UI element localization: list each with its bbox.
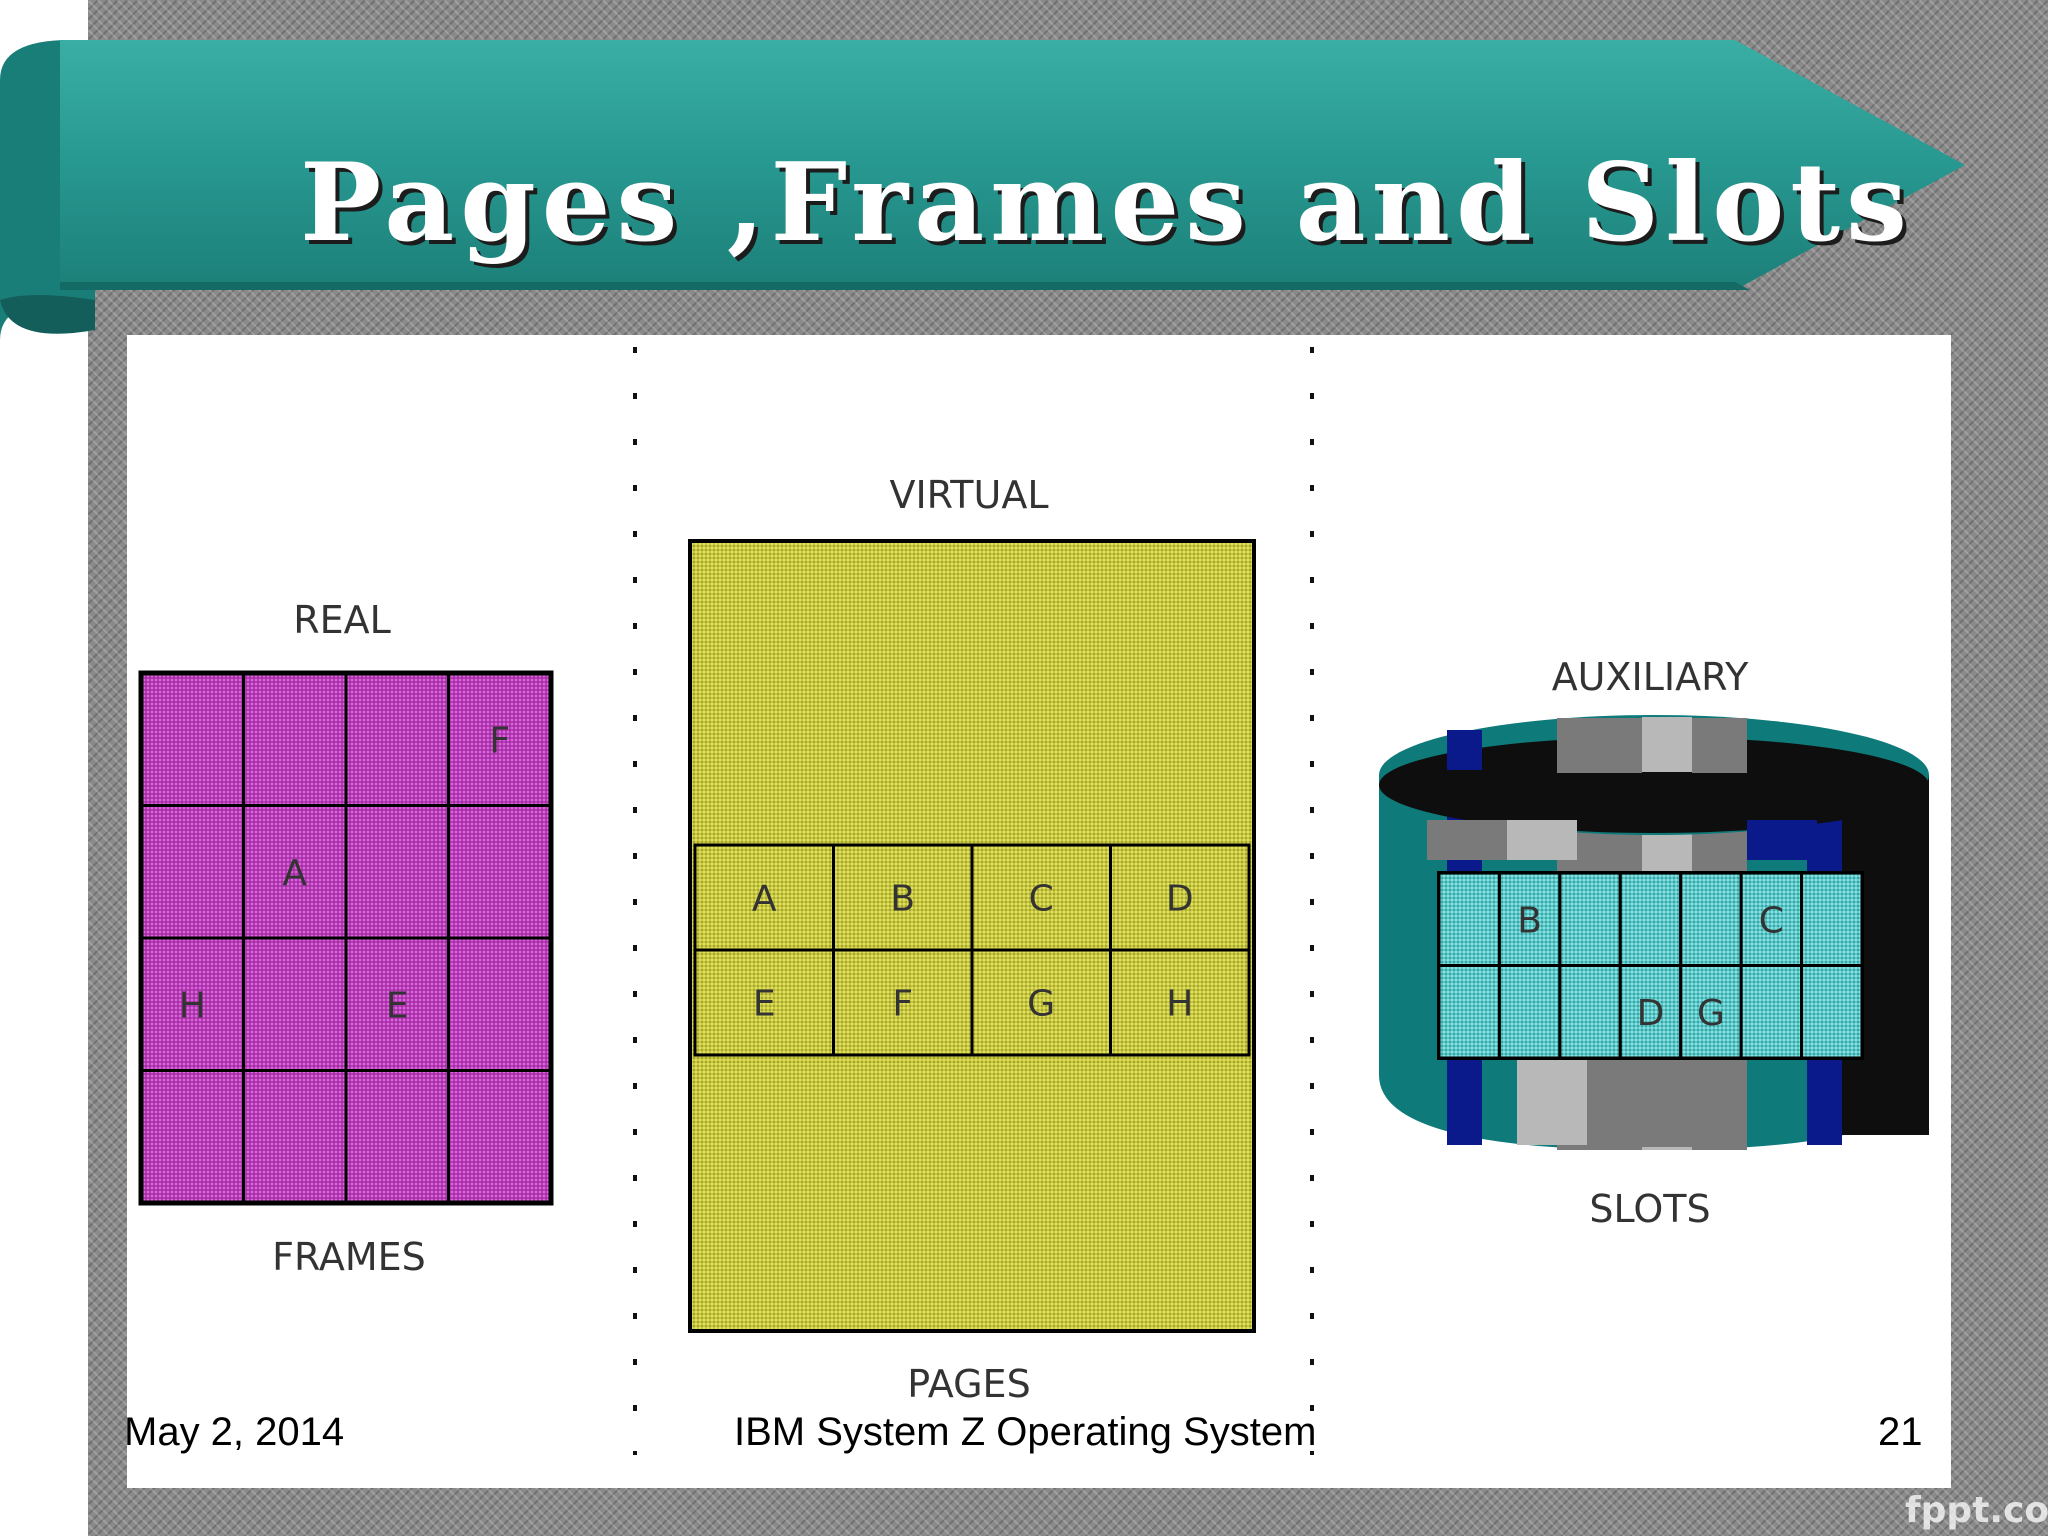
real-caption: FRAMES (272, 1235, 426, 1279)
slot-cell (1437, 871, 1501, 967)
frame-cell (344, 804, 450, 940)
slot-cell (1618, 871, 1683, 967)
slot-cell (1437, 964, 1501, 1060)
page-cell (832, 948, 974, 1057)
footer-date: May 2, 2014 (124, 1410, 345, 1454)
virtual-caption: PAGES (907, 1362, 1030, 1406)
slot-cell (1800, 871, 1864, 967)
title-ribbon (0, 40, 1965, 340)
frame-cell (344, 671, 450, 807)
slot-cell (1558, 964, 1622, 1060)
frame-cell-label: E (386, 985, 409, 1026)
frame-cell (139, 804, 245, 940)
frame-cell (242, 936, 348, 1072)
frame-cell (447, 804, 553, 940)
real-grid-border (138, 670, 554, 1206)
slot-cell (1800, 964, 1864, 1060)
page-cell-label: G (1027, 984, 1055, 1025)
page-cell-label: A (752, 879, 777, 920)
frame-cell (139, 671, 245, 807)
slot-cell-label: D (1637, 993, 1665, 1034)
real-storage-frames: F A H E (138, 670, 554, 1206)
slot-cell-label: C (1759, 900, 1784, 941)
page-cell-label: D (1166, 879, 1194, 920)
slot-cell-label: B (1517, 900, 1542, 941)
page-number: 21 (1878, 1410, 1923, 1454)
frame-cell-label: F (489, 720, 510, 761)
slot-cell (1558, 871, 1622, 967)
real-title: REAL (293, 598, 391, 642)
page-cell-label: E (753, 984, 776, 1025)
page-cell-label: C (1029, 879, 1054, 920)
slide-title: Pages ,Frames and Slots (300, 140, 1913, 266)
slot-cell-label: G (1697, 993, 1725, 1034)
frame-cell (242, 1069, 348, 1205)
frame-cell (447, 936, 553, 1072)
frame-cell-label: H (179, 985, 206, 1026)
virtual-storage-pages: A B C D E F G H (693, 843, 1251, 1057)
watermark: fppt.com (1905, 1490, 2048, 1531)
page-cell-label: B (890, 879, 915, 920)
page-cell (832, 843, 974, 952)
footer-title: IBM System Z Operating System (734, 1410, 1317, 1454)
slot-cell (1679, 871, 1743, 967)
auxiliary-title: AUXILIARY (1552, 655, 1749, 699)
virtual-title: VIRTUAL (889, 473, 1048, 517)
slot-cell (1497, 964, 1562, 1060)
page-cell-label: H (1166, 984, 1193, 1025)
frame-cell-label: A (282, 853, 307, 894)
page-cell (693, 948, 835, 1057)
page-cell-label: F (892, 984, 913, 1025)
frame-cell (344, 1069, 450, 1205)
frame-cell (447, 1069, 553, 1205)
slot-cell (1739, 964, 1804, 1060)
page-cell (1109, 843, 1251, 952)
frame-cell (242, 671, 348, 807)
page-cell (1109, 948, 1251, 1057)
frame-cell (139, 1069, 245, 1205)
auxiliary-caption: SLOTS (1589, 1187, 1710, 1231)
